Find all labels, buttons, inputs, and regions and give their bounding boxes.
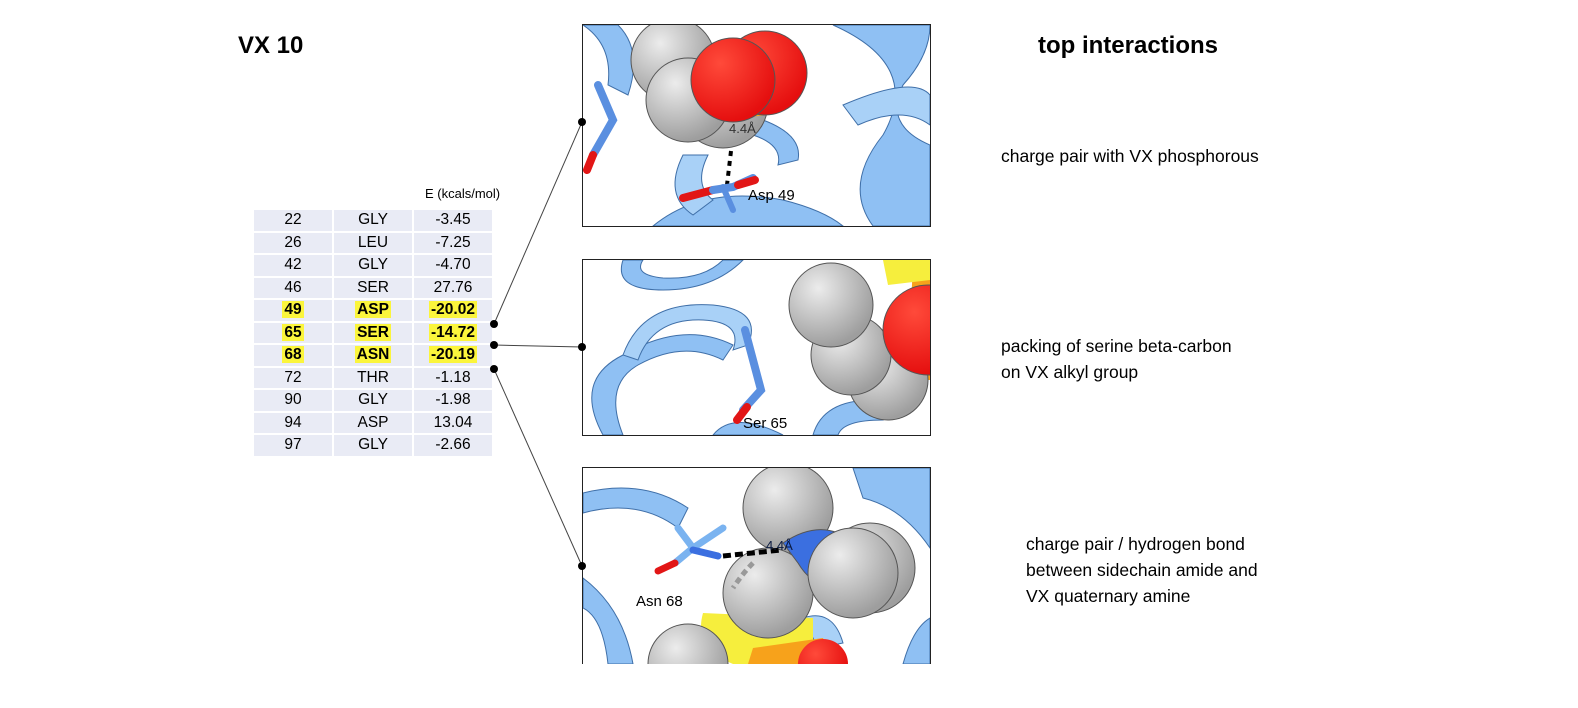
resname-cell: GLY (332, 433, 414, 458)
resnum-cell: 65 (252, 320, 334, 345)
molecule-render-asn68 (583, 468, 930, 664)
distance-label: 4.4Å (766, 538, 793, 553)
resnum-cell: 22 (252, 208, 334, 233)
molecule-render-asp49 (583, 25, 930, 226)
resnum-cell: 49 (252, 298, 334, 323)
interaction-description-asp49: charge pair with VX phosphorous (1001, 146, 1259, 166)
resname-cell: GLY (332, 253, 414, 278)
energy-column-header: E (kcals/mol) (425, 186, 501, 201)
energy-cell: -7.25 (412, 230, 494, 255)
residue-label-asn68: Asn 68 (636, 593, 683, 610)
resnum-cell: 94 (252, 410, 334, 435)
residue-label-ser65: Ser 65 (743, 415, 788, 432)
energy-cell: -20.19 (412, 343, 494, 368)
resname-cell: SER (332, 320, 414, 345)
structure-panel-asp49: 4.4Å Asp 49 (582, 24, 931, 227)
resname-cell: SER (332, 275, 414, 300)
energy-cell: -1.98 (412, 388, 494, 413)
energy-cell: -20.02 (412, 298, 494, 323)
interaction-description-asn68: charge pair / hydrogen bond between side… (1026, 534, 1258, 606)
energy-cell: 27.76 (412, 275, 494, 300)
energy-cell: -4.70 (412, 253, 494, 278)
distance-label: 4.4Å (729, 121, 756, 136)
structure-panel-asn68: 4.4Å Asn 68 (582, 467, 931, 664)
resname-cell: LEU (332, 230, 414, 255)
energy-cell: -3.45 (412, 208, 494, 233)
resnum-cell: 26 (252, 230, 334, 255)
figure-title: VX 10 (238, 32, 304, 59)
interaction-description-ser65: packing of serine beta-carbon on VX alky… (1001, 336, 1232, 382)
resname-cell: ASP (332, 298, 414, 323)
resname-cell: THR (332, 365, 414, 390)
resnum-cell: 46 (252, 275, 334, 300)
resname-cell: GLY (332, 208, 414, 233)
resname-cell: ASN (332, 343, 414, 368)
resnum-cell: 42 (252, 253, 334, 278)
resnum-cell: 97 (252, 433, 334, 458)
resnum-cell: 90 (252, 388, 334, 413)
resname-cell: ASP (332, 410, 414, 435)
energy-cell: -1.18 (412, 365, 494, 390)
energy-cell: 13.04 (412, 410, 494, 435)
resnum-cell: 68 (252, 343, 334, 368)
top-interactions-heading: top interactions (1038, 32, 1219, 59)
residue-label-asp49: Asp 49 (748, 187, 795, 204)
resnum-cell: 72 (252, 365, 334, 390)
molecule-render-ser65 (591, 260, 930, 435)
energy-cell: -2.66 (412, 433, 494, 458)
structure-panel-ser65: Ser 65 (582, 259, 931, 436)
energy-cell: -14.72 (412, 320, 494, 345)
resname-cell: GLY (332, 388, 414, 413)
